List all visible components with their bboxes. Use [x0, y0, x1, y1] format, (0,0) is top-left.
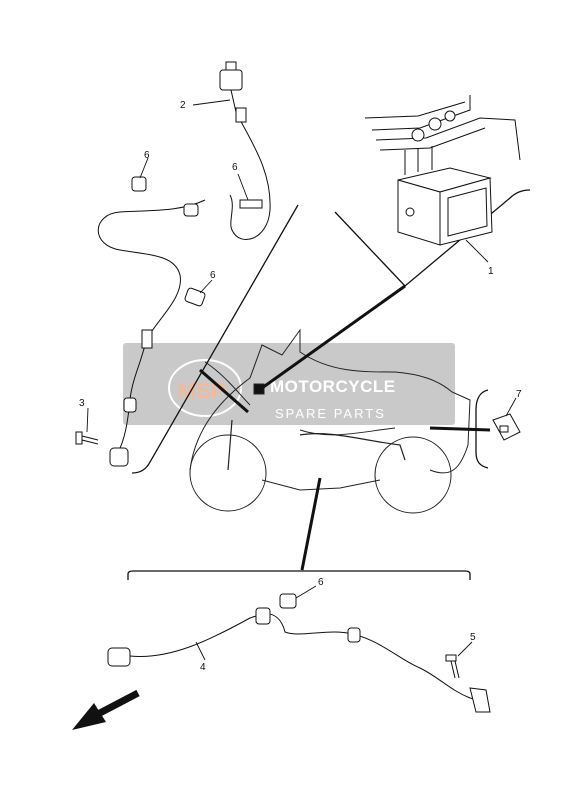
leader-2 [192, 99, 231, 106]
pipe-fitting [428, 117, 442, 131]
front-sensor-wire [227, 419, 233, 471]
leader-7 [505, 397, 517, 417]
callout-labels: 2 6 6 6 3 1 7 6 4 5 [79, 100, 522, 673]
clamp-6-a [239, 199, 263, 209]
clamp-6-d [279, 593, 297, 609]
hydraulic-unit-position [253, 383, 265, 395]
watermark-logo: MSP [178, 378, 226, 403]
wire-grommet [255, 607, 271, 625]
leader-6-d [295, 585, 317, 599]
frame-line [299, 427, 396, 436]
coupler-body [492, 413, 521, 441]
bracket-hydraulic-view [334, 189, 531, 287]
pipe-drops [404, 146, 433, 175]
wire-clamp-ring [183, 203, 199, 217]
bolt-3 [75, 431, 99, 445]
rear-sensor-assembly [107, 593, 491, 713]
mounting-boss [405, 207, 415, 217]
watermark-logo-ring [168, 359, 242, 417]
abs-hydraulic-unit [364, 95, 521, 246]
underbody [261, 479, 381, 491]
connector-housing [447, 187, 488, 237]
coupler-latch [499, 425, 509, 433]
rear-wheel-sensor [469, 687, 491, 713]
rear-sensor-wire [299, 433, 406, 461]
detail-brackets [127, 189, 531, 580]
callout-6: 6 [232, 162, 238, 173]
callout-7: 7 [516, 389, 522, 400]
leader-6-a [139, 157, 149, 179]
callout-2: 2 [180, 100, 186, 111]
motorcycle-outline [189, 328, 471, 514]
pointer-coupler [429, 426, 491, 432]
pointer-lines [199, 284, 491, 571]
bracket-rear-view [127, 570, 471, 580]
wire-grommet [347, 627, 361, 643]
front-sensor-wire-a [229, 89, 271, 240]
watermark-title: MOTORCYCLE [270, 377, 396, 396]
leader-6-b [237, 173, 249, 201]
fairing-line [204, 361, 251, 406]
wire-grommet [235, 107, 247, 123]
pointer-rear [300, 477, 322, 571]
rear-connector [107, 647, 131, 667]
leader-3 [86, 407, 89, 433]
wire-grommet [123, 397, 137, 413]
leader-lines [86, 99, 517, 661]
leader-4 [195, 641, 206, 661]
front-wheel [189, 434, 267, 512]
direction-arrow-icon [72, 689, 140, 730]
front-wheel-sensor [109, 447, 129, 467]
pointer-hydraulic [261, 284, 406, 390]
callout-5: 5 [470, 632, 476, 643]
coupler-7 [492, 413, 521, 441]
callout-6: 6 [144, 150, 150, 161]
pipe-fitting [411, 128, 425, 142]
unit-front [397, 179, 441, 246]
brake-pipes [364, 95, 521, 161]
callout-4: 4 [200, 662, 206, 673]
leader-1 [465, 239, 489, 263]
leader-5 [457, 641, 473, 657]
watermark: MSP MOTORCYCLE SPARE PARTS [123, 343, 455, 425]
pointer-front [199, 368, 249, 414]
rear-sensor-wire [129, 613, 479, 701]
wire-grommet [141, 329, 153, 349]
bracket-front-view [131, 204, 299, 474]
callout-6: 6 [318, 577, 324, 588]
callout-3: 3 [79, 398, 85, 409]
clamp-6-b [131, 176, 147, 192]
front-connector [219, 69, 243, 91]
callout-6: 6 [210, 270, 216, 281]
rear-wheel [374, 436, 452, 514]
watermark-subtitle: SPARE PARTS [275, 406, 386, 421]
bolt-5 [445, 654, 460, 679]
body-outline [189, 328, 471, 474]
bracket-coupler-view [475, 389, 489, 469]
pipe-fitting [444, 110, 456, 122]
leader-6-c [199, 279, 213, 294]
callout-1: 1 [488, 266, 494, 277]
connector-tab [225, 61, 237, 71]
